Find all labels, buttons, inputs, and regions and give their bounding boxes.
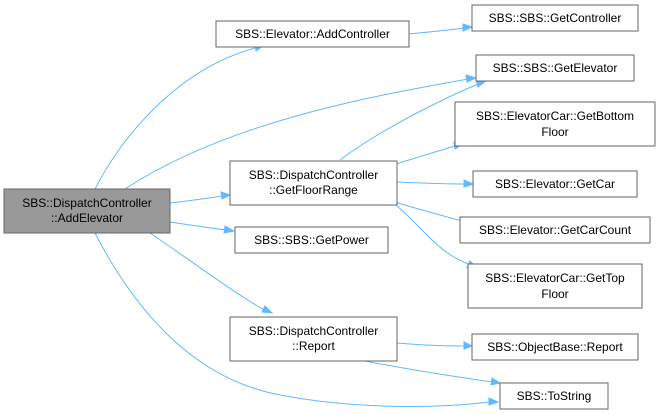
edges [94, 23, 502, 407]
node-label-line: SBS::DispatchController [249, 324, 378, 338]
node-label-line: SBS::DispatchController [249, 168, 378, 182]
node-elevator-getcarcount[interactable]: SBS::Elevator::GetCarCount [459, 216, 651, 244]
node-label-line: SBS::ElevatorCar::GetBottom [476, 109, 634, 123]
node-label-line: ::Report [292, 339, 335, 353]
node-dispatchcontroller-addelevator[interactable]: SBS::DispatchController ::AddElevator [3, 188, 171, 234]
node-label-line: SBS::DispatchController [22, 196, 151, 210]
node-label-line: SBS::SBS::GetPower [254, 233, 369, 247]
node-label-line: SBS::SBS::GetElevator [493, 61, 618, 75]
edge-get-floor-range-to-get-car-count [384, 198, 472, 225]
edge-report-to-objectbase-report [396, 341, 474, 350]
node-sbs-getelevator[interactable]: SBS::SBS::GetElevator [475, 54, 635, 82]
node-elevatorcar-gettopfloor[interactable]: SBS::ElevatorCar::GetTop Floor [467, 263, 643, 309]
node-sbs-getpower[interactable]: SBS::SBS::GetPower [234, 226, 389, 254]
node-objectbase-report[interactable]: SBS::ObjectBase::Report [471, 333, 639, 361]
node-elevatorcar-getbottomfloor[interactable]: SBS::ElevatorCar::GetBottom Floor [454, 101, 656, 147]
node-label-line: ::GetFloorRange [269, 183, 358, 197]
node-label-line: SBS::Elevator::GetCarCount [479, 223, 632, 237]
edge-root-to-report [149, 232, 274, 314]
node-dispatchcontroller-getfloorrange[interactable]: SBS::DispatchController ::GetFloorRange [229, 160, 398, 206]
edge-root-to-get-floor-range [169, 191, 232, 204]
node-label-line: SBS::ToString [517, 389, 592, 403]
node-dispatchcontroller-report[interactable]: SBS::DispatchController ::Report [229, 316, 398, 362]
node-label-line: SBS::ElevatorCar::GetTop [485, 271, 625, 285]
node-sbs-getcontroller[interactable]: SBS::SBS::GetController [471, 4, 639, 32]
edge-root-to-get-elevator [124, 74, 478, 190]
edge-report-to-to-string [359, 359, 502, 386]
edge-get-floor-range-to-get-car [395, 179, 475, 188]
node-elevator-getcar[interactable]: SBS::Elevator::GetCar [472, 170, 638, 198]
node-label-line: ::AddElevator [51, 211, 123, 225]
node-label-line: SBS::Elevator::GetCar [495, 177, 615, 191]
node-label-line: SBS::ObjectBase::Report [487, 340, 623, 354]
edge-root-to-to-string [94, 232, 500, 407]
node-label-line: Floor [541, 125, 568, 139]
node-label-line: SBS::Elevator::AddController [235, 27, 390, 41]
node-elevator-addcontroller[interactable]: SBS::Elevator::AddController [215, 20, 410, 48]
edge-get-floor-range-to-get-bottom-floor [395, 141, 465, 165]
node-label-line: SBS::SBS::GetController [489, 11, 622, 25]
edge-add-controller-to-get-controller [407, 23, 474, 35]
node-sbs-tostring[interactable]: SBS::ToString [499, 382, 609, 410]
edge-root-to-get-power [169, 221, 236, 234]
node-label-line: Floor [541, 287, 568, 301]
